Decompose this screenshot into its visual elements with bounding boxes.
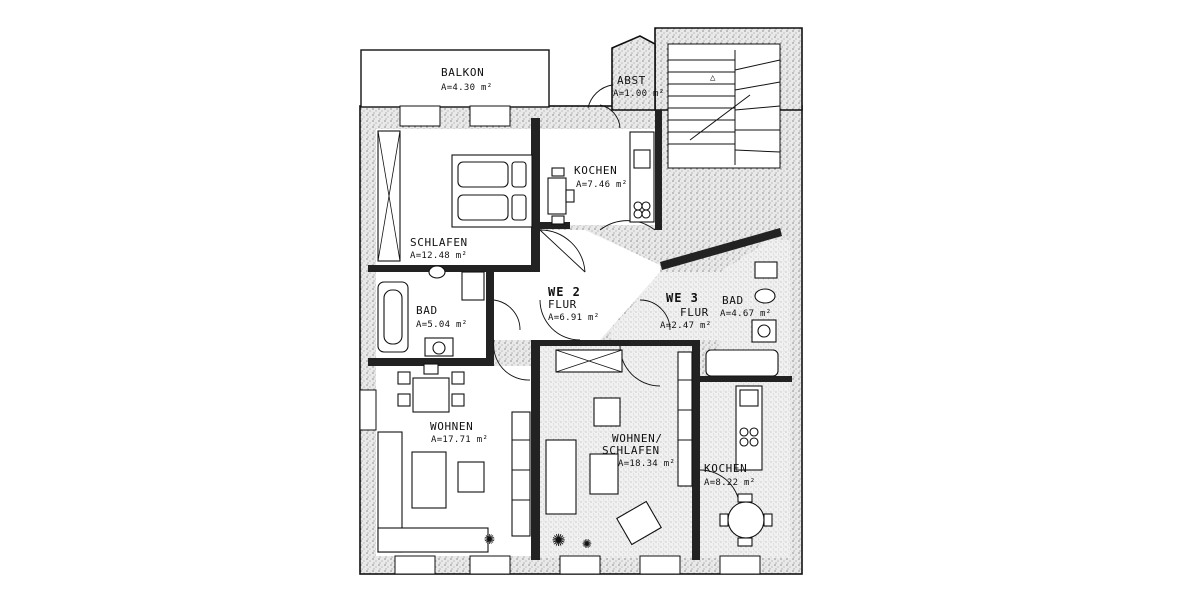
bad3-fixtures — [705, 261, 779, 377]
label-we3: WE 3 — [666, 291, 699, 305]
label-bad3: BAD — [722, 294, 744, 307]
label-balkon: BALKON — [441, 66, 484, 79]
interior-walls — [368, 110, 792, 560]
label-bad2: BAD — [416, 304, 438, 317]
area-bad3: A=4.67 m² — [720, 309, 771, 319]
flur2-floor — [494, 230, 660, 340]
label-kochen2: KOCHEN — [574, 164, 617, 177]
bad2-fixtures — [377, 265, 485, 357]
sofa-wohnen: ✺ — [377, 411, 531, 553]
label-schlafen: SCHLAFEN — [410, 236, 468, 249]
wardrobe-schlafen — [377, 130, 401, 262]
abst-wall — [611, 35, 656, 111]
doors — [493, 84, 741, 511]
wohnschl-furniture: ✺ ✺ — [545, 349, 693, 552]
area-kochen2: A=7.46 m² — [576, 180, 627, 190]
kochen3-fixtures — [719, 385, 773, 547]
area-bad2: A=5.04 m² — [416, 320, 467, 330]
windows — [359, 105, 761, 575]
flur3-floor — [612, 272, 720, 340]
svg-text:✺: ✺ — [484, 528, 495, 549]
area-wohnen: A=17.71 m² — [431, 435, 488, 445]
area-balkon: A=4.30 m² — [441, 83, 492, 93]
svg-text:✺: ✺ — [582, 533, 592, 552]
area-kochen3: A=8.22 m² — [704, 478, 755, 488]
svg-text:✺: ✺ — [552, 527, 565, 552]
area-flur3: A=2.47 m² — [660, 321, 711, 331]
label-flur3: FLUR — [680, 306, 709, 319]
label-kochen3: KOCHEN — [704, 462, 747, 475]
svg-text:△: △ — [710, 73, 716, 83]
area-schlafen: A=12.48 m² — [410, 251, 467, 261]
label-flur2: FLUR — [548, 298, 577, 311]
kitchen2-fixtures — [547, 131, 655, 225]
bed — [451, 154, 533, 228]
label-wohnen: WOHNEN — [430, 420, 473, 433]
label-we2: WE 2 — [548, 285, 581, 299]
label-wohnschl-2: SCHLAFEN — [602, 444, 660, 457]
area-abst: A=1.00 m² — [613, 89, 664, 99]
area-wohnschl: A=18.34 m² — [618, 459, 675, 469]
dining-set — [397, 363, 465, 413]
label-abst: ABST — [617, 74, 646, 87]
balcony-area — [360, 49, 550, 108]
staircase: △ — [667, 43, 781, 169]
area-flur2: A=6.91 m² — [548, 313, 599, 323]
label-wohnschl-1: WOHNEN/ — [612, 432, 663, 445]
